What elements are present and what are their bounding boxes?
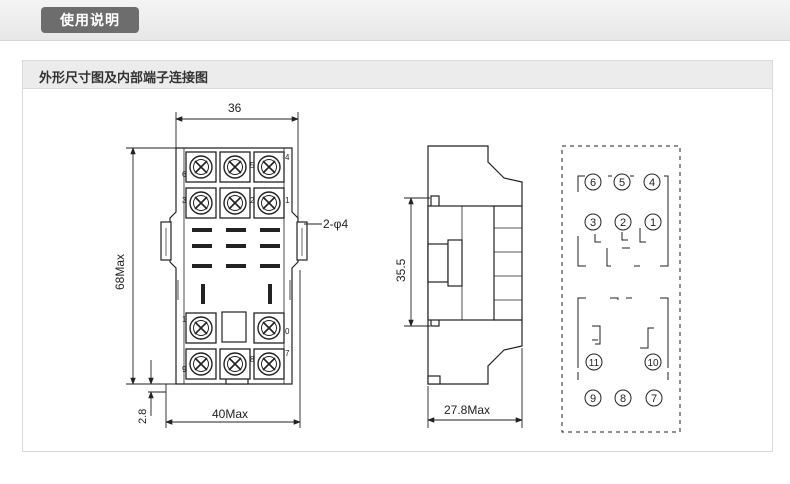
svg-text:2: 2: [620, 217, 626, 229]
svg-text:8: 8: [620, 393, 626, 405]
side-dimensions: [404, 197, 523, 428]
usage-instructions-tab[interactable]: 使用说明: [41, 7, 139, 33]
ft-label-3: 3: [182, 196, 187, 205]
wt-7: 7: [645, 389, 663, 407]
svg-text:10: 10: [647, 358, 659, 369]
hole-callout: 2-φ4: [323, 217, 348, 231]
svg-text:4: 4: [649, 177, 655, 189]
dim-gap-2-8: 2.8: [137, 409, 149, 424]
top-bar: 使用说明: [0, 0, 790, 41]
ft-label-11a: 1: [182, 315, 187, 324]
svg-text:7: 7: [651, 393, 657, 405]
ft-label-6: 6: [182, 170, 187, 179]
wt-10: 10: [644, 353, 662, 371]
svg-text:6: 6: [590, 177, 596, 189]
ft-label-10: 0: [285, 327, 290, 336]
front-terminal-labels: 6 5 4 3 2 1 1 0 9 8 7: [182, 153, 290, 374]
dim-depth-27-8max: 27.8Max: [444, 403, 490, 417]
wt-9: 9: [584, 389, 602, 407]
wiring-terminals: 6 5 4 3 2 1 11 10 9 8 7: [584, 173, 663, 407]
ft-label-8: 8: [250, 355, 255, 364]
wt-8: 8: [614, 389, 632, 407]
wt-3: 3: [584, 213, 602, 231]
dimensions-panel: 外形尺寸图及内部端子连接图: [22, 60, 773, 452]
wt-6: 6: [584, 173, 602, 191]
svg-text:11: 11: [589, 358, 600, 369]
dim-height-35-5: 35.5: [394, 258, 408, 282]
wiring-diagram: [561, 145, 681, 433]
ft-label-1: 1: [285, 196, 290, 205]
panel-header: 外形尺寸图及内部端子连接图: [23, 61, 772, 89]
svg-text:9: 9: [590, 393, 596, 405]
dim-bottom-40max: 40Max: [212, 407, 248, 421]
side-view: [427, 145, 523, 385]
wt-4: 4: [643, 173, 661, 191]
wt-2: 2: [614, 213, 632, 231]
wt-5: 5: [613, 173, 631, 191]
ft-label-9: 9: [182, 365, 187, 374]
dim-height-68max: 68Max: [113, 254, 127, 290]
svg-text:1: 1: [650, 217, 656, 229]
ft-label-5: 5: [250, 161, 255, 170]
panel-title: 外形尺寸图及内部端子连接图: [39, 70, 209, 85]
ft-label-2: 2: [250, 196, 255, 205]
wt-11: 11: [585, 353, 603, 371]
ft-label-4: 4: [285, 153, 290, 162]
ft-label-7: 7: [285, 349, 290, 358]
svg-text:3: 3: [590, 217, 596, 229]
front-dimensions: [126, 112, 322, 428]
wt-1: 1: [644, 213, 662, 231]
svg-text:5: 5: [619, 177, 625, 189]
dim-width-36: 36: [228, 101, 242, 115]
